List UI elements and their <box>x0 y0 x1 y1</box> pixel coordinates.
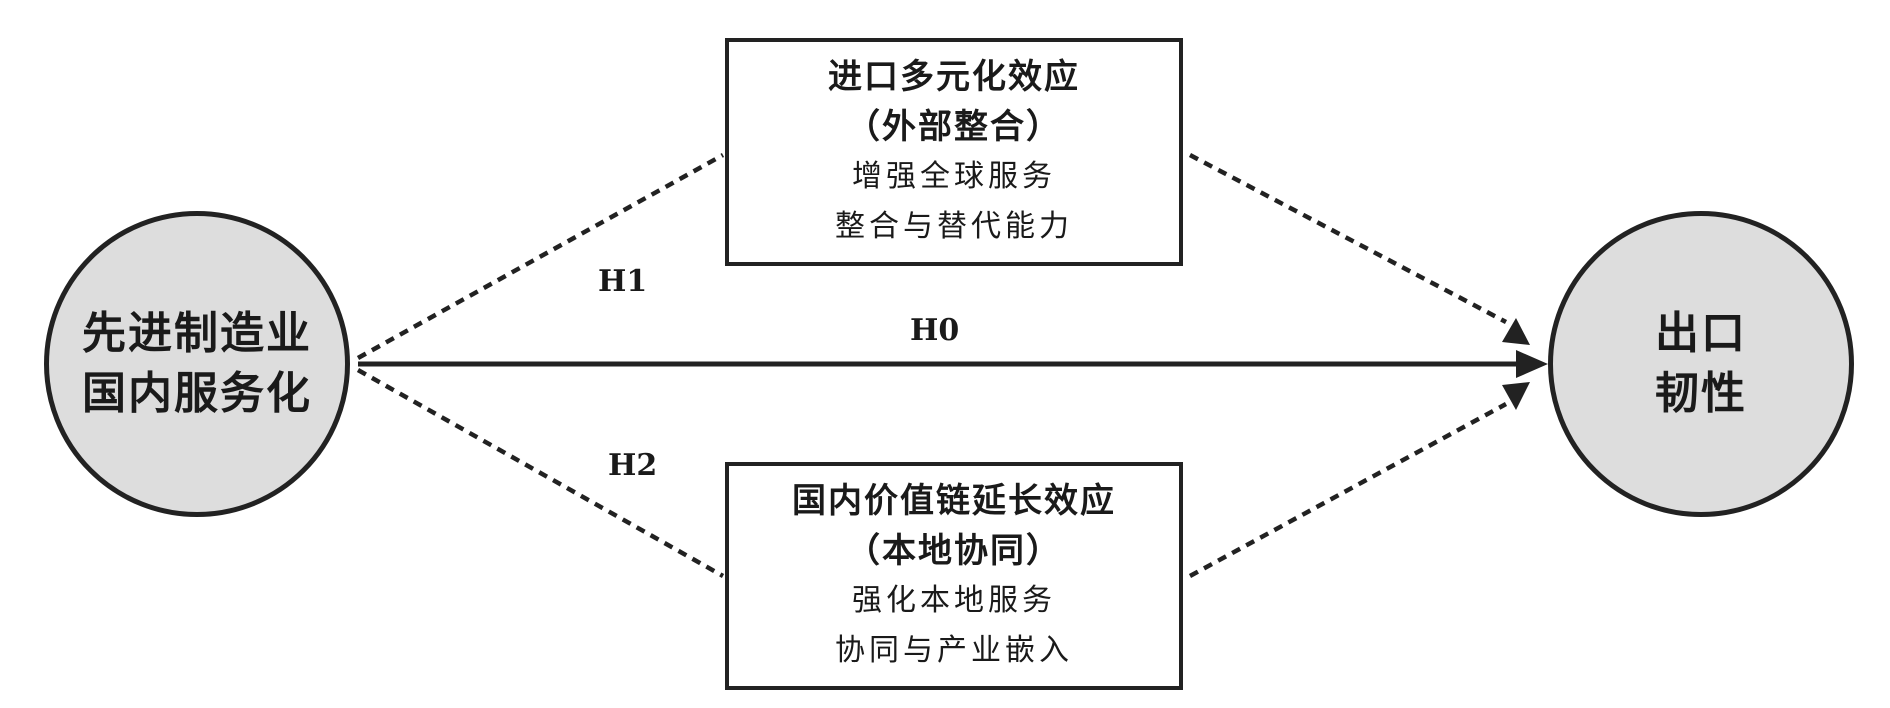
mediator-bottom-desc-2: 协同与产业嵌入 <box>835 633 1073 668</box>
mediator-top-box: 进口多元化效应 （外部整合） 增强全球服务 整合与替代能力 <box>725 38 1183 266</box>
edge-h1-arrowhead <box>1502 318 1530 345</box>
source-node-line-2: 国内服务化 <box>82 368 312 419</box>
source-node: 先进制造业 国内服务化 <box>44 211 350 517</box>
mediator-top-desc-2: 整合与替代能力 <box>835 209 1073 244</box>
edge-h0-label: H0 <box>910 313 960 348</box>
mediator-top-desc-1: 增强全球服务 <box>852 159 1056 194</box>
edge-h1-from-mediator-line <box>1188 153 1508 324</box>
target-node-line-1: 出口 <box>1655 308 1747 359</box>
mediator-top-subtitle: （外部整合） <box>846 107 1062 147</box>
source-node-line-1: 先进制造业 <box>82 308 312 359</box>
mediator-bottom-subtitle: （本地协同） <box>846 531 1062 571</box>
edge-h2-label: H2 <box>608 448 658 483</box>
edge-h1-label: H1 <box>598 264 648 299</box>
target-node: 出口 韧性 <box>1548 211 1854 517</box>
mediator-bottom-title: 国内价值链延长效应 <box>792 481 1116 521</box>
edge-h0-arrowhead <box>1516 350 1548 378</box>
mediator-bottom-desc-1: 强化本地服务 <box>852 583 1056 618</box>
mediator-bottom-box: 国内价值链延长效应 （本地协同） 强化本地服务 协同与产业嵌入 <box>725 462 1183 690</box>
mediator-top-title: 进口多元化效应 <box>828 57 1080 97</box>
edge-h1-to-mediator-line <box>356 153 725 360</box>
edge-h2-from-mediator-line <box>1188 402 1508 578</box>
edge-h2-to-mediator-line <box>356 368 725 578</box>
edge-h2-arrowhead <box>1502 382 1530 410</box>
target-node-line-2: 韧性 <box>1655 368 1747 419</box>
